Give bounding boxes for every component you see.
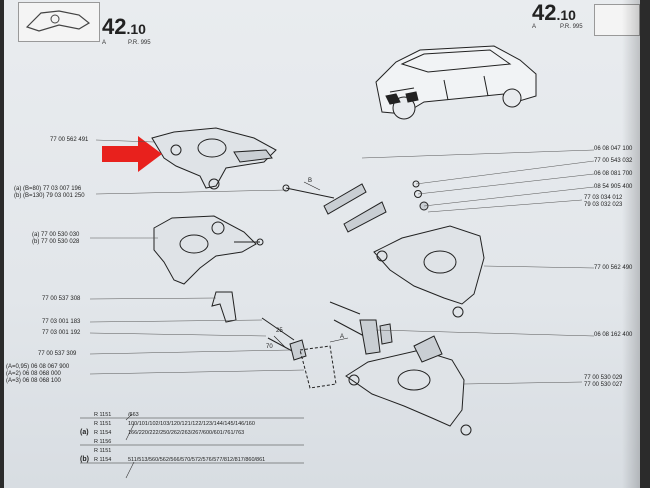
top-right-thumbnail bbox=[594, 4, 640, 36]
leader-lines-right bbox=[361, 149, 595, 385]
part-79-03-001-250: (b) (B=130) 79 03 001 250 bbox=[14, 193, 85, 199]
dim-b: B bbox=[308, 178, 313, 184]
part-79-03-032-023: 79 03 032 023 bbox=[584, 202, 623, 208]
upper-arm-right bbox=[373, 225, 485, 318]
part-77-00-562-491: 77 00 562 491 bbox=[50, 137, 89, 143]
car-drawing bbox=[375, 45, 537, 120]
lower-arm-right bbox=[345, 335, 472, 436]
page-edge-shadow bbox=[622, 0, 640, 488]
dim-25: 25 bbox=[276, 328, 283, 334]
part-77-03-007-196: (a) (B=80) 77 03 007 196 bbox=[14, 186, 82, 192]
dim-a: A bbox=[340, 334, 345, 340]
part-77-00-562-490: 77 00 562 490 bbox=[594, 265, 633, 271]
part-06-08-068-100: (A=3) 06 08 068 100 bbox=[6, 378, 61, 384]
table-frame bbox=[80, 413, 304, 479]
table-row: (a) R 1154 166/220/222/250/262/263/267/6… bbox=[80, 429, 245, 436]
table-row: R 1151 100/101/102/103/120/121/122/123/1… bbox=[94, 420, 255, 427]
rubber-pads bbox=[323, 183, 387, 233]
top-left-thumbnail bbox=[18, 2, 100, 42]
part-06-08-162-400: 06 08 162 400 bbox=[594, 332, 633, 338]
part-06-08-047-100: 06 08 047 100 bbox=[594, 146, 633, 152]
part-77-00-537-308: 77 00 537 308 bbox=[42, 296, 81, 302]
part-77-03-001-192: 77 03 001 192 bbox=[42, 330, 81, 336]
left-sub-a: A bbox=[102, 40, 107, 46]
part-77-00-537-309: 77 00 537 309 bbox=[38, 351, 77, 357]
red-arrow bbox=[102, 136, 162, 172]
part-77-03-034-012: 77 03 034 012 bbox=[584, 195, 623, 201]
thumbnail-arm-drawing bbox=[25, 10, 91, 32]
table-row: R 1151 /663 bbox=[94, 411, 139, 418]
part-77-03-001-183: 77 03 001 183 bbox=[42, 319, 81, 325]
part-06-08-067-900: (A=0,95) 06 08 067 900 bbox=[6, 364, 70, 370]
part-06-08-081-700: 06 08 081 700 bbox=[594, 171, 633, 177]
table-row: R 1151 bbox=[94, 447, 112, 454]
right-sub-pr: P.R. 995 bbox=[560, 24, 583, 30]
part-06-08-068-000: (A=2) 06 08 068 000 bbox=[6, 371, 61, 377]
bolts-left bbox=[261, 317, 337, 389]
part-77-00-530-027: 77 00 530 027 bbox=[584, 382, 623, 388]
clamp-left bbox=[211, 291, 237, 323]
left-sub-pr: P.R. 995 bbox=[128, 40, 151, 46]
table-row: R 1156 bbox=[94, 438, 112, 445]
left-page-number: 42.10 bbox=[102, 14, 146, 39]
upper-arm-left bbox=[151, 127, 277, 190]
part-77-00-543-032: 77 00 543 032 bbox=[594, 158, 633, 164]
catalog-page: 42.10 A P.R. 995 42.10 A P.R. 995 bbox=[4, 0, 640, 488]
right-page-number: 42.10 bbox=[532, 0, 576, 25]
part-08-54-905-400: 08 54 905 400 bbox=[594, 184, 633, 190]
leader-lines-left bbox=[89, 139, 305, 375]
part-77-00-530-029: 77 00 530 029 bbox=[584, 375, 623, 381]
middle-arm-left bbox=[153, 215, 264, 285]
exploded-diagram bbox=[80, 45, 595, 479]
part-77-00-530-030: (a) 77 00 530 030 bbox=[32, 232, 80, 238]
dim-70: 70 bbox=[266, 344, 273, 350]
application-table: R 1151 /663 R 1151 100/101/102/103/120/1… bbox=[80, 410, 302, 464]
bolt-top bbox=[282, 184, 335, 199]
lower-bolts bbox=[329, 301, 393, 355]
part-77-00-530-028: (b) 77 00 530 028 bbox=[32, 239, 80, 245]
right-sub-a: A bbox=[532, 24, 537, 30]
table-row: (b) R 1154 511/513/560/562/566/570/572/5… bbox=[80, 456, 266, 463]
